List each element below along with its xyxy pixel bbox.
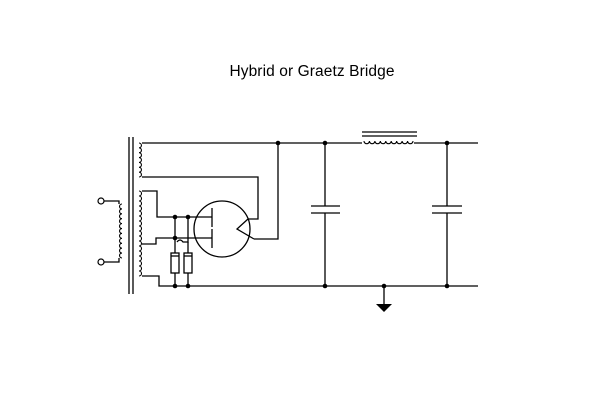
solid-state-diodes: [170, 217, 193, 286]
primary-winding: [97, 197, 123, 266]
junction-dots: [172, 140, 450, 289]
filter-network: [175, 131, 478, 287]
diagram-title: Hybrid or Graetz Bridge: [229, 63, 395, 80]
input-terminal-bottom[interactable]: [97, 258, 105, 266]
transformer-core: [128, 137, 134, 294]
secondary-windings: [138, 142, 279, 287]
primary-coil: [119, 203, 123, 259]
filter-capacitor-2: [432, 143, 462, 286]
rectifier-tube: [175, 200, 255, 258]
input-terminal-top[interactable]: [97, 197, 105, 205]
ground-icon: [376, 286, 392, 312]
filter-choke: [362, 131, 417, 145]
heater-winding: [138, 142, 142, 178]
filter-capacitor-1: [311, 143, 340, 286]
hv-winding: [138, 190, 143, 277]
